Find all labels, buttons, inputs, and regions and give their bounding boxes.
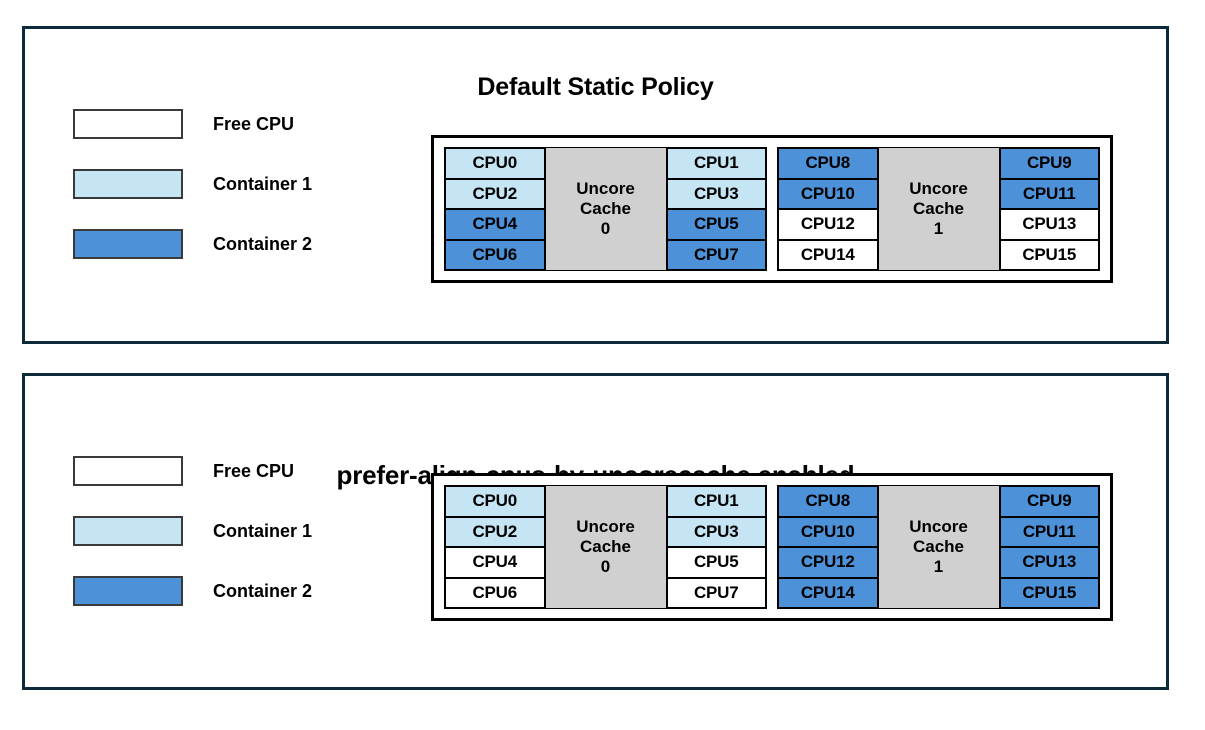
panel-prefer-align-cpus-by-uncorecache: prefer-align-cpus-by-uncorecache enabled… bbox=[22, 373, 1169, 690]
cpu-cell: CPU3 bbox=[666, 516, 766, 547]
legend-swatch-container-1 bbox=[73, 169, 183, 199]
cpu-cell: CPU8 bbox=[778, 148, 878, 179]
cpu-column-even-cache-1: CPU8 CPU10 CPU12 CPU14 bbox=[778, 148, 878, 270]
cpu-cell: CPU11 bbox=[999, 516, 1099, 547]
cache-group-1: CPU8 CPU10 CPU12 CPU14 Uncore Cache 1 CP… bbox=[777, 485, 1100, 609]
cpu-cell: CPU9 bbox=[999, 148, 1099, 179]
cpu-cell: CPU15 bbox=[999, 577, 1099, 608]
cache-group-0: CPU0 CPU2 CPU4 CPU6 Uncore Cache 0 CPU1 … bbox=[444, 147, 767, 271]
cpu-column-even-cache-0: CPU0 CPU2 CPU4 CPU6 bbox=[445, 148, 545, 270]
cpu-cell: CPU10 bbox=[778, 516, 878, 547]
cpu-cell: CPU14 bbox=[778, 577, 878, 608]
uncore-cache-label-line2: Cache bbox=[912, 537, 965, 557]
cache-group-0: CPU0 CPU2 CPU4 CPU6 Uncore Cache 0 CPU1 … bbox=[444, 485, 767, 609]
uncore-cache-0: Uncore Cache 0 bbox=[544, 486, 667, 608]
cpu-cell: CPU9 bbox=[999, 486, 1099, 517]
cpu-cell: CPU0 bbox=[445, 148, 545, 179]
uncore-cache-label-line3: 0 bbox=[600, 218, 611, 238]
cpu-cell: CPU1 bbox=[666, 486, 766, 517]
legend-label-container-2: Container 2 bbox=[213, 234, 313, 254]
cpu-cell: CPU7 bbox=[666, 577, 766, 608]
cpu-column-odd-cache-1: CPU9 CPU11 CPU13 CPU15 bbox=[999, 486, 1099, 608]
cpu-cell: CPU13 bbox=[999, 209, 1099, 240]
cpu-cell: CPU1 bbox=[666, 148, 766, 179]
cpu-cell: CPU12 bbox=[778, 209, 878, 240]
uncore-cache-0: Uncore Cache 0 bbox=[544, 148, 667, 270]
uncore-cache-1: Uncore Cache 1 bbox=[877, 486, 1000, 608]
cpu-cell: CPU11 bbox=[999, 178, 1099, 209]
cpu-topology-diagram: CPU0 CPU2 CPU4 CPU6 Uncore Cache 0 CPU1 … bbox=[431, 135, 1113, 283]
cpu-column-even-cache-0: CPU0 CPU2 CPU4 CPU6 bbox=[445, 486, 545, 608]
cache-group-1: CPU8 CPU10 CPU12 CPU14 Uncore Cache 1 CP… bbox=[777, 147, 1100, 271]
cpu-cell: CPU13 bbox=[999, 547, 1099, 578]
cpu-column-odd-cache-0: CPU1 CPU3 CPU5 CPU7 bbox=[666, 148, 766, 270]
legend-label-container-2: Container 2 bbox=[213, 581, 313, 601]
uncore-cache-1: Uncore Cache 1 bbox=[877, 148, 1000, 270]
uncore-cache-label-line1: Uncore bbox=[576, 179, 635, 199]
uncore-cache-label-line3: 1 bbox=[933, 218, 944, 238]
cpu-cell: CPU2 bbox=[445, 516, 545, 547]
cpu-cell: CPU6 bbox=[445, 577, 545, 608]
cpu-cell: CPU6 bbox=[445, 239, 545, 270]
cpu-cell: CPU8 bbox=[778, 486, 878, 517]
cpu-cell: CPU3 bbox=[666, 178, 766, 209]
legend-swatch-free-cpu bbox=[73, 456, 183, 486]
legend-swatch-free-cpu bbox=[73, 109, 183, 139]
legend-swatch-container-1 bbox=[73, 516, 183, 546]
cpu-topology-diagram: CPU0 CPU2 CPU4 CPU6 Uncore Cache 0 CPU1 … bbox=[431, 473, 1113, 621]
cpu-cell: CPU10 bbox=[778, 178, 878, 209]
cpu-cell: CPU5 bbox=[666, 209, 766, 240]
uncore-cache-label-line1: Uncore bbox=[909, 179, 968, 199]
uncore-cache-label-line1: Uncore bbox=[576, 517, 635, 537]
legend-label-free-cpu: Free CPU bbox=[213, 114, 295, 134]
cpu-column-even-cache-1: CPU8 CPU10 CPU12 CPU14 bbox=[778, 486, 878, 608]
cpu-cell: CPU4 bbox=[445, 547, 545, 578]
uncore-cache-label-line1: Uncore bbox=[909, 517, 968, 537]
cpu-cell: CPU4 bbox=[445, 209, 545, 240]
panel-default-static-policy: Default Static Policy Free CPU Container… bbox=[22, 26, 1169, 344]
uncore-cache-label-line2: Cache bbox=[912, 199, 965, 219]
cpu-cell: CPU15 bbox=[999, 239, 1099, 270]
cpu-cell: CPU14 bbox=[778, 239, 878, 270]
uncore-cache-label-line3: 0 bbox=[600, 556, 611, 576]
uncore-cache-label-line2: Cache bbox=[579, 537, 632, 557]
page-title: Default Static Policy bbox=[477, 73, 714, 101]
legend-label-container-1: Container 1 bbox=[213, 521, 313, 541]
legend-label-free-cpu: Free CPU bbox=[213, 461, 295, 481]
legend-swatch-container-2 bbox=[73, 229, 183, 259]
uncore-cache-label-line2: Cache bbox=[579, 199, 632, 219]
uncore-cache-label-line3: 1 bbox=[933, 556, 944, 576]
cpu-cell: CPU0 bbox=[445, 486, 545, 517]
legend-swatch-container-2 bbox=[73, 576, 183, 606]
cpu-column-odd-cache-0: CPU1 CPU3 CPU5 CPU7 bbox=[666, 486, 766, 608]
legend-label-container-1: Container 1 bbox=[213, 174, 313, 194]
cpu-column-odd-cache-1: CPU9 CPU11 CPU13 CPU15 bbox=[999, 148, 1099, 270]
cpu-cell: CPU2 bbox=[445, 178, 545, 209]
cpu-cell: CPU5 bbox=[666, 547, 766, 578]
cpu-cell: CPU7 bbox=[666, 239, 766, 270]
cpu-cell: CPU12 bbox=[778, 547, 878, 578]
